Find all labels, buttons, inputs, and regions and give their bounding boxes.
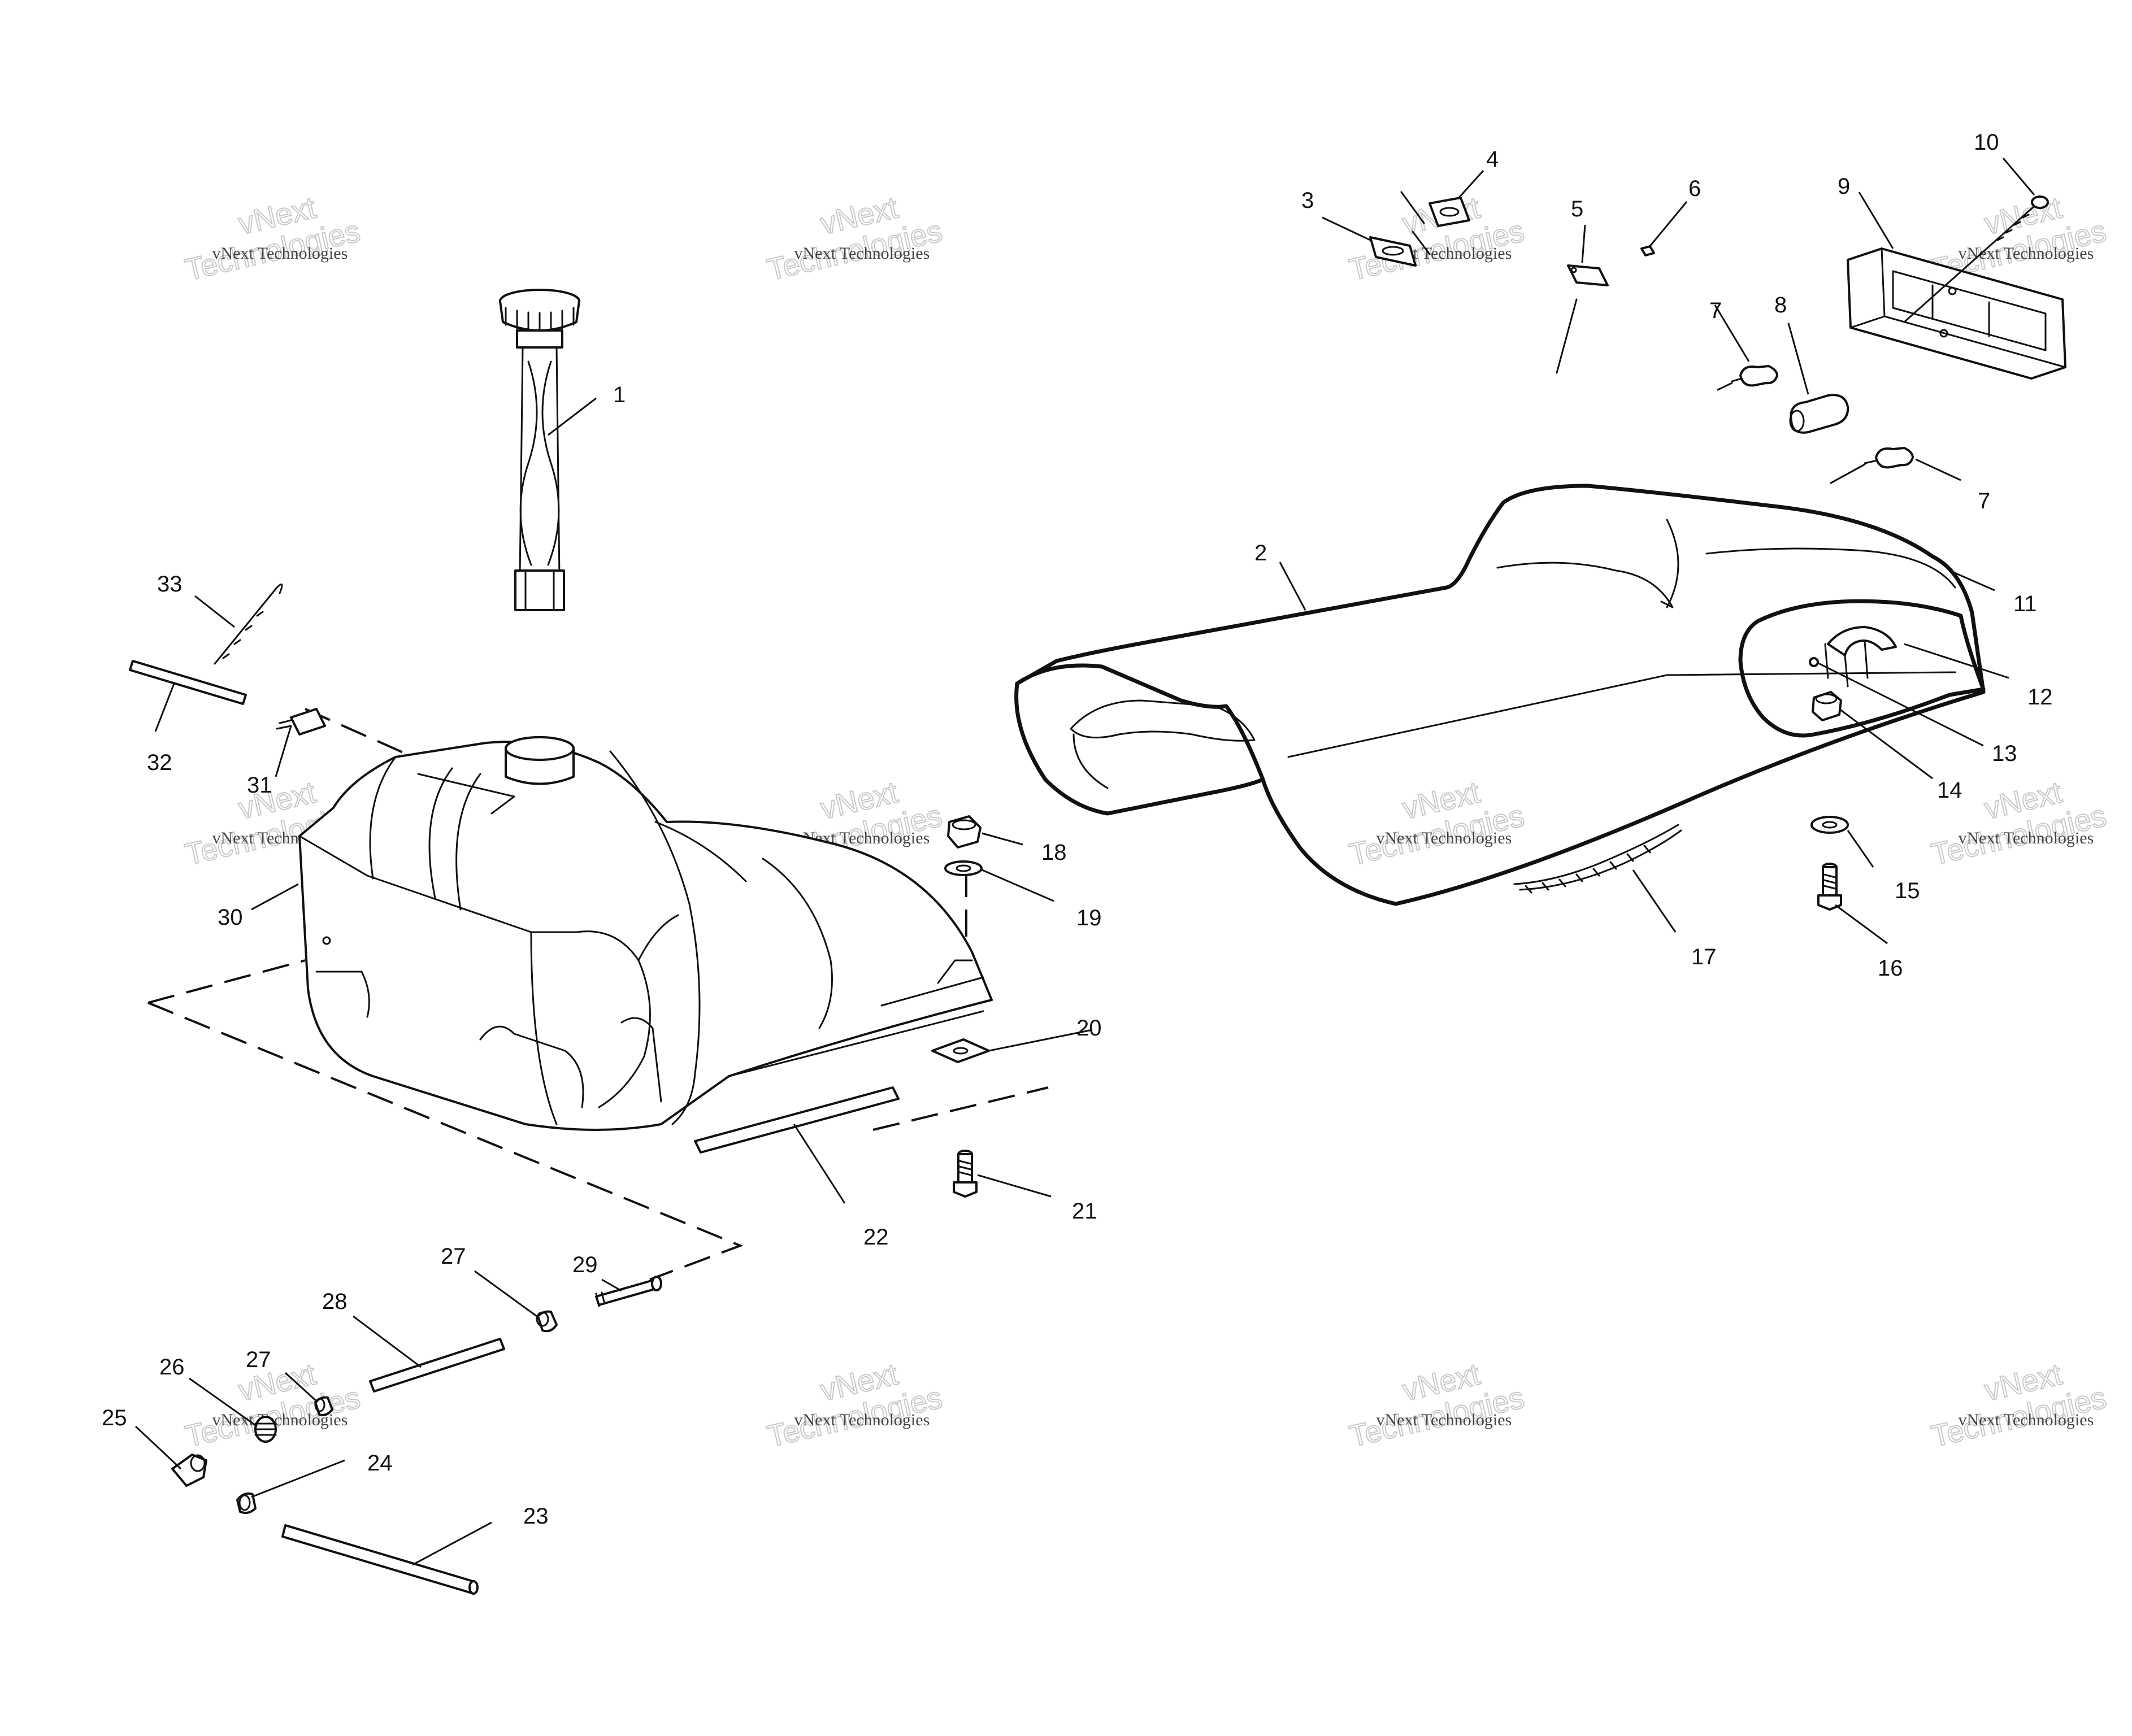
lower-hardware xyxy=(171,1276,662,1595)
callout-labels: 1 2 3 4 5 6 7 7 8 9 10 11 12 13 14 15 16… xyxy=(102,130,2053,1529)
callout-33: 33 xyxy=(157,572,183,597)
part-6-nut xyxy=(1640,245,1655,256)
svg-text:vNext Technologies: vNext Technologies xyxy=(1376,829,1512,847)
seat-hardware xyxy=(1369,191,2066,484)
part-9-reflector xyxy=(1847,247,2066,380)
svg-text:vNext Technologies: vNext Technologies xyxy=(1958,1411,2094,1429)
callout-28: 28 xyxy=(322,1289,348,1314)
callout-19: 19 xyxy=(1076,906,1102,930)
callout-7-second: 7 xyxy=(1978,489,1990,514)
part-16-bolt xyxy=(1817,863,1842,911)
callout-30: 30 xyxy=(218,905,243,930)
callout-9: 9 xyxy=(1838,174,1850,199)
svg-text:vNext Technologies: vNext Technologies xyxy=(1376,1411,1512,1429)
part-3-plate xyxy=(1369,236,1417,267)
callout-1: 1 xyxy=(613,382,626,407)
watermark: vNext Technologies vNext Technologies xyxy=(1927,1356,2110,1454)
part-31-fitting xyxy=(276,708,326,736)
callout-13: 13 xyxy=(1992,741,2017,766)
part-7-bumper xyxy=(1717,365,1778,391)
callout-3: 3 xyxy=(1301,188,1314,213)
part-14-nut xyxy=(1812,691,1842,721)
part-4-plate xyxy=(1428,197,1470,227)
watermark: vNext Technologies vNext Technologies xyxy=(1345,1356,1528,1454)
part-27-bushing-b xyxy=(314,1396,333,1416)
callout-7: 7 xyxy=(1709,298,1722,323)
watermark: vNext Technologies vNext Technologies xyxy=(763,1356,946,1454)
svg-text:vNext Technologies: vNext Technologies xyxy=(1958,829,2094,847)
part-22-strip xyxy=(694,1086,900,1154)
fuel-tank-part xyxy=(298,736,993,1131)
callout-12: 12 xyxy=(2027,685,2053,710)
callout-31: 31 xyxy=(247,773,272,798)
part-32-rod xyxy=(129,660,247,705)
callout-15: 15 xyxy=(1895,878,1920,903)
callout-leaders xyxy=(134,158,2035,1566)
part-13-screw xyxy=(1809,657,1819,667)
part-12-bracket xyxy=(1827,626,1897,656)
part-5-plate xyxy=(1567,264,1609,286)
fuel-sender-part xyxy=(499,289,580,611)
part-26-spring xyxy=(254,1416,277,1443)
watermark: vNext Technologies vNext Technologies xyxy=(763,190,946,288)
callout-10: 10 xyxy=(1974,130,1999,155)
seat-part xyxy=(1014,484,1986,911)
part-27-bushing xyxy=(536,1310,558,1333)
callout-5: 5 xyxy=(1571,197,1583,221)
svg-text:vNext Technologies: vNext Technologies xyxy=(794,244,930,263)
part-8-bumper xyxy=(1789,394,1849,434)
callout-26: 26 xyxy=(159,1355,185,1380)
part-21-bolt xyxy=(953,1150,978,1198)
callout-2: 2 xyxy=(1254,541,1267,565)
svg-text:vNext Technologies: vNext Technologies xyxy=(212,244,348,263)
part-28-rod xyxy=(369,1338,505,1393)
callout-14: 14 xyxy=(1937,778,1962,803)
watermark: vNext Technologies vNext Technologies xyxy=(181,190,364,288)
callout-27-second: 27 xyxy=(246,1347,271,1372)
part-18-nut xyxy=(947,815,982,849)
callout-25: 25 xyxy=(102,1406,127,1430)
part-33-clip xyxy=(214,583,283,665)
callout-6: 6 xyxy=(1688,176,1701,201)
part-24-bushing xyxy=(236,1492,257,1514)
callout-29: 29 xyxy=(572,1252,598,1277)
tank-hardware xyxy=(129,583,990,1198)
part-7-bumper-b xyxy=(1830,447,1914,484)
part-19-washer xyxy=(944,860,983,876)
callout-16: 16 xyxy=(1878,956,1903,981)
watermark: vNext Technologies vNext Technologies xyxy=(1345,190,1528,288)
callout-32: 32 xyxy=(147,750,172,775)
part-25-cap xyxy=(171,1454,207,1487)
callout-8: 8 xyxy=(1774,293,1787,317)
svg-text:vNext Technologies: vNext Technologies xyxy=(794,1411,930,1429)
callout-18: 18 xyxy=(1041,840,1067,865)
callout-24: 24 xyxy=(367,1451,393,1476)
callout-17: 17 xyxy=(1691,945,1717,969)
callout-20: 20 xyxy=(1076,1016,1102,1041)
watermark: vNext Technologies vNext Technologies xyxy=(1345,775,1528,872)
part-15-washer xyxy=(1810,816,1849,834)
part-10-screw xyxy=(1903,195,2049,323)
part-20-plate xyxy=(931,1038,990,1063)
svg-text:vNext Technologies: vNext Technologies xyxy=(1958,244,2094,263)
callout-4: 4 xyxy=(1486,147,1499,172)
part-23-rod xyxy=(281,1524,479,1595)
callout-27: 27 xyxy=(441,1244,466,1269)
callout-21: 21 xyxy=(1072,1199,1097,1224)
callout-11: 11 xyxy=(2013,591,2037,616)
callout-22: 22 xyxy=(863,1225,889,1250)
part-29-pin xyxy=(595,1276,662,1307)
callout-23: 23 xyxy=(523,1504,549,1529)
